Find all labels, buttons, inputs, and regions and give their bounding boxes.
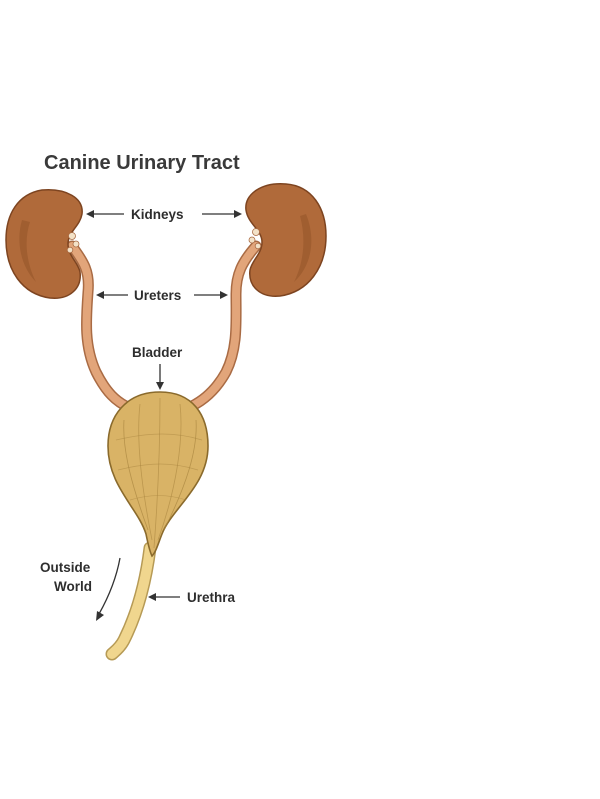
bladder-texture [157, 403, 182, 541]
right-kidney-shade [294, 214, 312, 282]
ureters-label: Ureters [134, 288, 181, 303]
urethra-illustration [105, 541, 157, 661]
ureters-arrow-left-head [96, 291, 104, 299]
outside-world-callout: Outside World [40, 557, 121, 621]
left-kidney-hilum [68, 232, 76, 240]
ureters-illustration [66, 240, 262, 414]
kidneys-label: Kidneys [131, 207, 184, 222]
outside-world-arrow-head [96, 611, 104, 621]
outside-world-label-line2: World [54, 579, 92, 594]
right-kidney [245, 183, 327, 297]
urethra-callout: Urethra [148, 590, 236, 605]
bladder-illustration [107, 391, 209, 558]
bladder-texture [129, 495, 187, 501]
urethra-arrow-head [148, 593, 156, 601]
left-kidney-hilum [66, 246, 74, 254]
outside-world-arrow-line [98, 557, 121, 615]
kidneys-callout: Kidneys [86, 207, 242, 222]
diagram-title: Canine Urinary Tract [44, 152, 240, 174]
urethra-label: Urethra [187, 590, 236, 605]
left-kidney [5, 189, 83, 299]
left-ureter-fill [68, 242, 134, 412]
bladder-texture [123, 419, 149, 531]
right-ureter-fill [188, 242, 260, 410]
bladder-callout: Bladder [132, 345, 183, 390]
bladder-label: Bladder [132, 345, 183, 360]
bladder-texture [163, 419, 197, 531]
right-kidney-hilum [254, 242, 262, 250]
left-kidney-hilum [72, 240, 80, 248]
outside-world-label-line1: Outside [40, 560, 91, 575]
right-kidney-hilum [252, 228, 260, 236]
bladder-arrow-head [156, 382, 164, 390]
bladder-texture [115, 433, 203, 441]
kidneys-arrow-left-head [86, 210, 94, 218]
ureters-arrow-right-head [220, 291, 228, 299]
left-kidney-shade [19, 220, 36, 282]
bladder-texture [153, 397, 161, 549]
ureters-callout: Ureters [96, 288, 228, 303]
urethra-fill [107, 543, 155, 659]
bladder-texture [138, 403, 153, 541]
right-kidney-hilum [248, 236, 256, 244]
bladder-texture [117, 463, 199, 471]
kidneys-illustration [5, 183, 327, 299]
kidneys-arrow-right-head [234, 210, 242, 218]
